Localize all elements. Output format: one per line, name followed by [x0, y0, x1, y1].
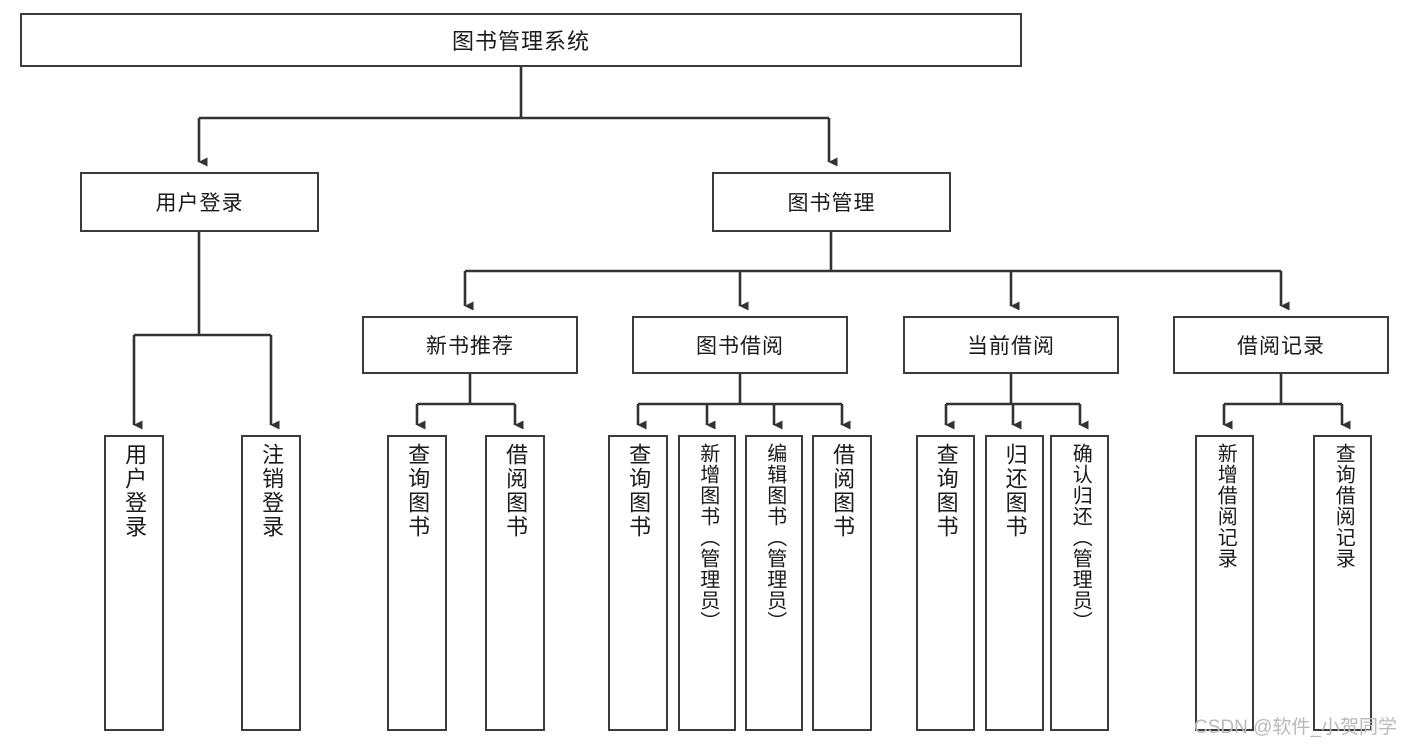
leaf-user-login-label: 用户登录 — [122, 443, 148, 539]
node-root[interactable]: 图书管理系统 — [20, 13, 1022, 67]
leaf-user-logout-label: 注销登录 — [259, 443, 285, 539]
node-book-borrow[interactable]: 图书借阅 — [632, 316, 848, 374]
node-book-manage[interactable]: 图书管理 — [712, 172, 951, 232]
leaf-add-book-label: 新增图书（管理员） — [696, 443, 719, 632]
leaf-confirm-return-label: 确认归还（管理员） — [1069, 443, 1092, 632]
leaf-borrow-book-2-label: 借阅图书 — [830, 443, 856, 539]
node-user-login[interactable]: 用户登录 — [80, 172, 319, 232]
leaf-return-book[interactable]: 归还图书 — [985, 435, 1044, 731]
watermark: CSDN @软件_小贺同学 — [1194, 717, 1397, 738]
leaf-query-book-3-label: 查询图书 — [933, 443, 959, 539]
leaf-borrow-book-1-label: 借阅图书 — [503, 443, 529, 539]
leaf-add-record-label: 新增借阅记录 — [1214, 443, 1237, 569]
leaf-user-logout[interactable]: 注销登录 — [241, 435, 301, 731]
node-borrow-record[interactable]: 借阅记录 — [1173, 316, 1389, 374]
leaf-query-book-2[interactable]: 查询图书 — [608, 435, 668, 731]
node-new-book-rec-label: 新书推荐 — [426, 335, 514, 358]
leaf-query-record[interactable]: 查询借阅记录 — [1313, 435, 1372, 731]
leaf-edit-book[interactable]: 编辑图书（管理员） — [745, 435, 803, 731]
leaf-borrow-book-2[interactable]: 借阅图书 — [812, 435, 872, 731]
leaf-add-book[interactable]: 新增图书（管理员） — [678, 435, 736, 731]
node-borrow-record-label: 借阅记录 — [1237, 335, 1325, 358]
leaf-add-record[interactable]: 新增借阅记录 — [1195, 435, 1254, 731]
node-current-borrow-label: 当前借阅 — [967, 335, 1055, 358]
leaf-user-login[interactable]: 用户登录 — [104, 435, 164, 731]
node-user-login-label: 用户登录 — [155, 192, 244, 215]
leaf-query-book-1-label: 查询图书 — [405, 443, 431, 539]
node-root-label: 图书管理系统 — [451, 29, 590, 54]
node-book-borrow-label: 图书借阅 — [696, 335, 784, 358]
node-current-borrow[interactable]: 当前借阅 — [903, 316, 1119, 374]
node-new-book-rec[interactable]: 新书推荐 — [362, 316, 578, 374]
leaf-confirm-return[interactable]: 确认归还（管理员） — [1050, 435, 1109, 731]
leaf-borrow-book-1[interactable]: 借阅图书 — [485, 435, 545, 731]
leaf-query-book-2-label: 查询图书 — [626, 443, 652, 539]
leaf-query-book-1[interactable]: 查询图书 — [387, 435, 447, 731]
leaf-query-book-3[interactable]: 查询图书 — [916, 435, 975, 731]
node-book-manage-label: 图书管理 — [787, 192, 876, 215]
leaf-query-record-label: 查询借阅记录 — [1332, 443, 1355, 569]
leaf-edit-book-label: 编辑图书（管理员） — [763, 443, 786, 632]
leaf-return-book-label: 归还图书 — [1002, 443, 1028, 539]
